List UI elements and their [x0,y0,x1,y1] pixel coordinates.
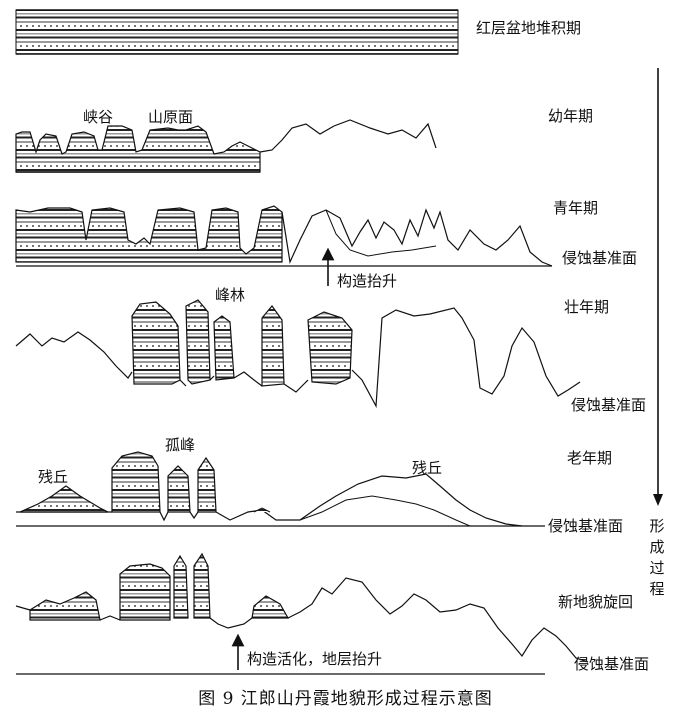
process-arrow [653,68,663,506]
label-plateau-surface: 山原面 [148,108,194,126]
stage-label-red-bed: 红层盆地堆积期 [476,19,582,37]
stage-label-youth: 幼年期 [548,107,594,125]
adolescence-landform [15,205,553,267]
base-level-label-1: 侵蚀基准面 [562,249,638,267]
rejuvenation-landform [15,552,589,675]
red-bed-strata [15,9,459,55]
formation-process-char: 成 [649,538,665,556]
stage-label-old-age: 老年期 [567,449,613,467]
stage-label-adolescence: 青年期 [553,199,599,217]
label-isolated-peak: 孤峰 [165,436,196,454]
formation-process-char: 过 [649,559,665,577]
maturity-landform [15,299,581,409]
base-level-label-2: 侵蚀基准面 [571,396,647,414]
label-residual-hill-right: 残丘 [412,459,443,477]
formation-process-label: 形 成 过 程 [648,516,666,600]
formation-process-char: 形 [649,517,665,535]
label-residual-hill-left: 残丘 [38,468,69,486]
stage-label-rejuvenation: 新地貌旋回 [558,593,634,611]
figure-caption: 图 9 江郎山丹霞地貌形成过程示意图 [198,689,493,709]
old-age-landform [16,451,545,527]
label-gorge: 峡谷 [83,108,114,126]
stage-label-maturity: 壮年期 [564,298,610,316]
label-peak-forest: 峰林 [215,286,246,304]
youth-landform [15,119,437,173]
label-tectonic-reactivation: 构造活化，地层抬升 [247,650,383,668]
base-level-label-4: 侵蚀基准面 [574,655,650,673]
formation-process-char: 程 [649,580,665,598]
label-tectonic-uplift: 构造抬升 [337,272,398,290]
base-level-label-3: 侵蚀基准面 [548,517,624,535]
